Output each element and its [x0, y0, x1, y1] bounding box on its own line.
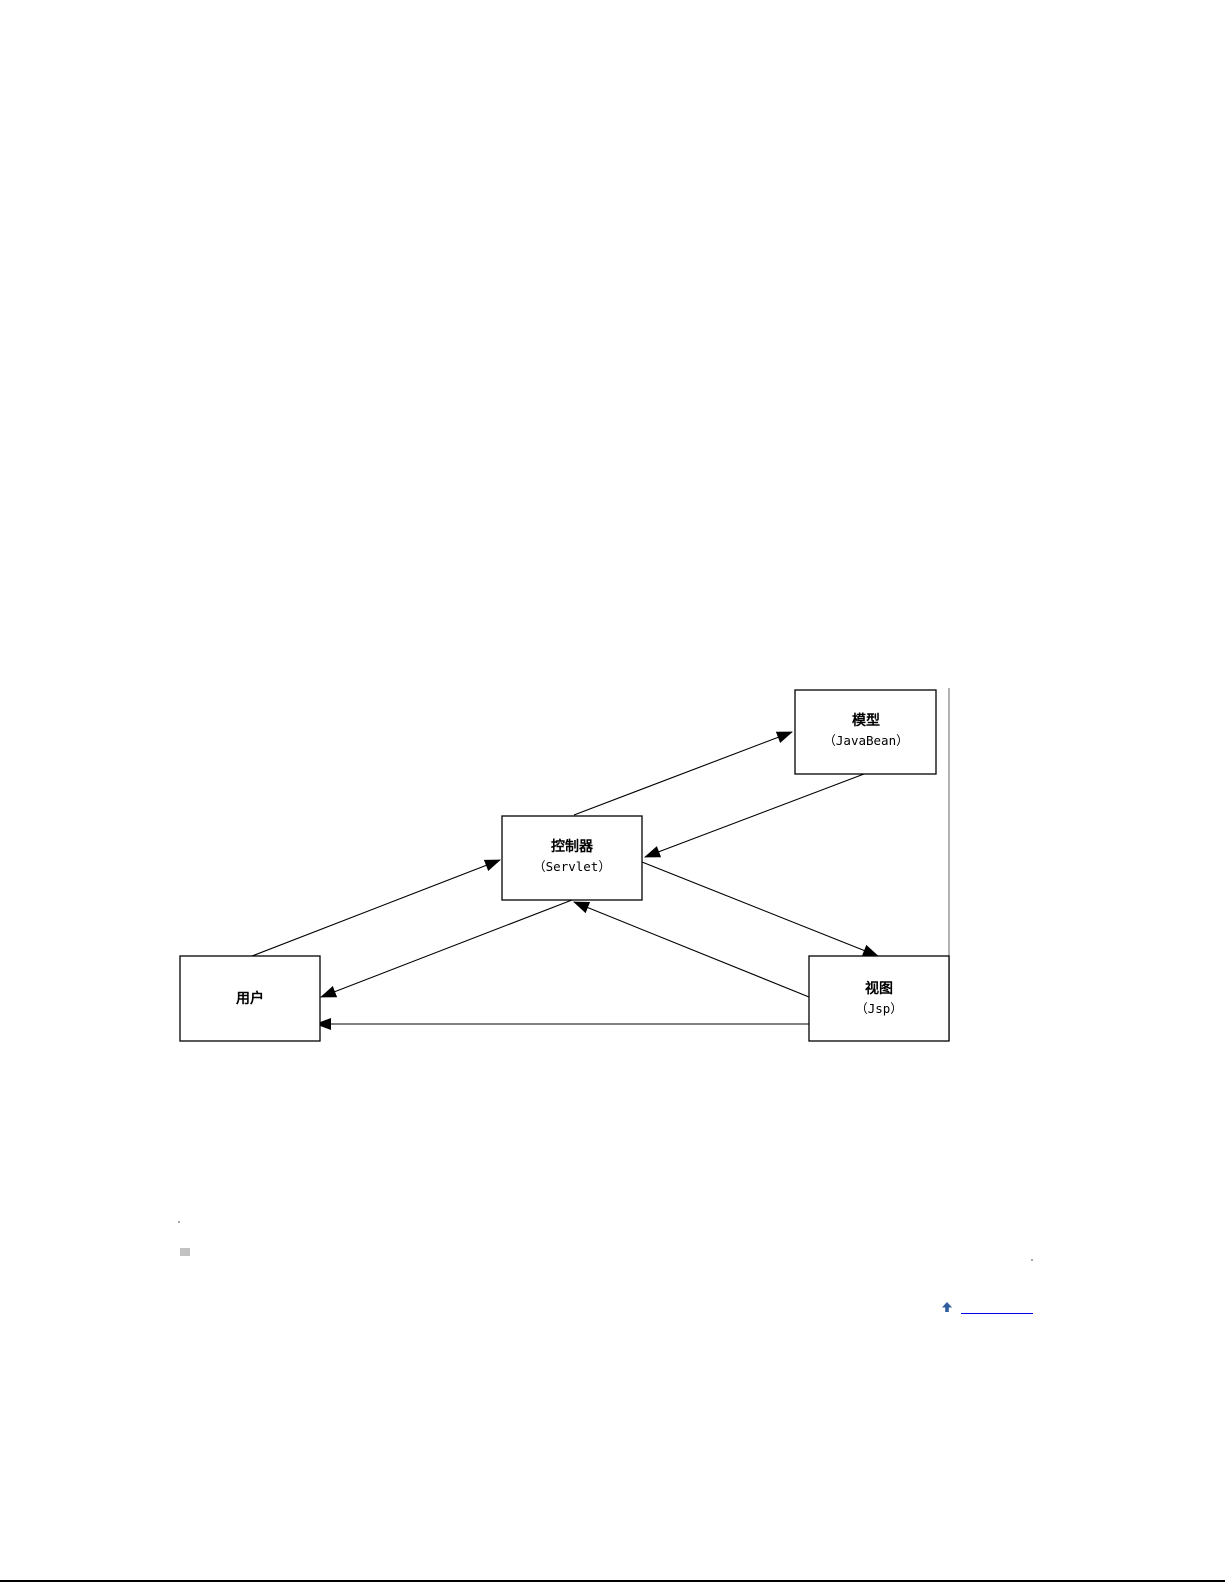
node-user: 用户 — [180, 956, 320, 1041]
stray-dot — [1031, 1259, 1033, 1261]
page-bottom-rule — [0, 1580, 1225, 1582]
node-user-title: 用户 — [236, 990, 264, 1007]
edge-view-to-controller — [574, 902, 809, 997]
gray-marker — [180, 1248, 190, 1256]
back-to-top-label[interactable] — [961, 1297, 1033, 1314]
node-model-title: 模型 — [852, 712, 880, 729]
node-controller-subtitle: （Servlet） — [533, 859, 611, 874]
edge-model-to-controller — [645, 774, 864, 857]
edge-controller-to-model — [574, 732, 792, 815]
arrow-up-icon — [941, 1300, 953, 1314]
node-controller-title: 控制器 — [551, 838, 594, 855]
node-view-subtitle: （Jsp） — [855, 1001, 903, 1016]
edge-user-to-controller — [252, 860, 500, 956]
node-model-subtitle: （JavaBean） — [823, 733, 908, 748]
node-controller: 控制器 （Servlet） — [502, 816, 642, 900]
node-view: 视图 （Jsp） — [809, 956, 949, 1041]
node-model: 模型 （JavaBean） — [795, 690, 936, 774]
node-view-title: 视图 — [865, 980, 893, 997]
edge-controller-to-view — [642, 862, 878, 956]
back-to-top-link[interactable] — [941, 1294, 1033, 1314]
stray-dot — [178, 1221, 180, 1223]
